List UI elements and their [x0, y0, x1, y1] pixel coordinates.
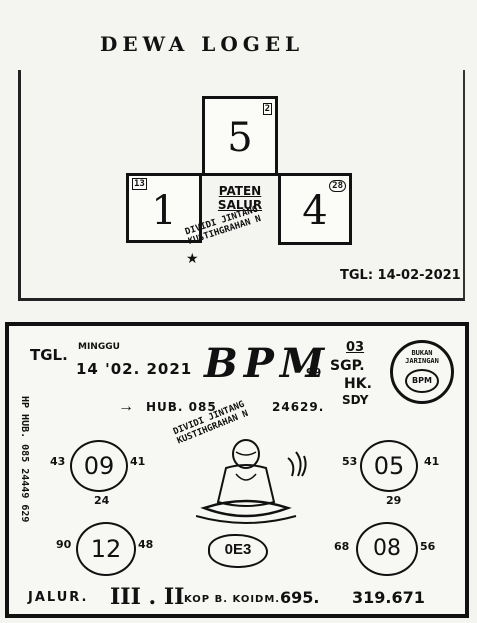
circle-09-right: 41	[130, 455, 146, 468]
side-phone-text: HP HUB. 085 24449 629	[19, 396, 30, 523]
hub-label: HUB. 085	[146, 400, 217, 414]
market-sdy: SDY	[342, 393, 369, 407]
market-number: 03	[346, 340, 365, 355]
circle-05-below: 29	[386, 494, 402, 507]
date-value: 14 '02. 2021	[76, 360, 193, 378]
circle-08: 08	[356, 522, 418, 576]
hub-tail: 24629.	[272, 400, 325, 414]
date-label: TGL.	[30, 346, 68, 364]
circle-12-left: 90	[56, 538, 72, 551]
center-badge: 0E3	[208, 534, 268, 568]
circle-05-right: 41	[424, 455, 440, 468]
top-date: TGL: 14-02-2021	[340, 268, 461, 283]
market-sgp: SGP.	[330, 358, 365, 374]
box-right: 4 28	[278, 173, 352, 245]
box-left-corner: 13	[132, 178, 147, 190]
market-hk: HK.	[344, 376, 372, 392]
circle-09-left: 43	[50, 455, 66, 468]
brand-suffix: 99	[306, 366, 322, 379]
circle-05-left: 53	[342, 455, 358, 468]
center-label-2: SALUR	[217, 198, 263, 212]
circle-05: 05	[360, 440, 418, 492]
box-center: PATEN SALUR	[202, 176, 278, 232]
circle-12: 12	[76, 522, 136, 576]
circle-09-below: 24	[94, 494, 110, 507]
circle-12-right: 48	[138, 538, 154, 551]
top-panel-frame	[18, 70, 465, 301]
box-right-number: 4	[302, 188, 328, 234]
center-label-1: PATEN	[218, 184, 262, 198]
day-name: MINGGU	[78, 342, 120, 352]
arrow-icon: →	[118, 398, 134, 415]
box-top-number: 5	[227, 115, 253, 161]
top-title: DEWA LOGEL	[100, 32, 305, 56]
circle-09: 09	[70, 440, 128, 492]
brand-logo: BPM	[204, 340, 331, 387]
round-stamp-text: BUKAN JARINGAN	[405, 349, 439, 365]
monk-illustration	[196, 439, 307, 524]
round-stamp-center: BPM	[405, 369, 439, 393]
box-top-corner: 2	[262, 103, 272, 115]
jalur-label: JALUR.	[28, 590, 89, 605]
jalur-value: III . II	[110, 584, 185, 610]
box-left-number: 1	[151, 188, 177, 234]
star-icon: ★	[186, 250, 199, 266]
circle-08-left: 68	[334, 540, 350, 553]
circle-08-right: 56	[420, 540, 436, 553]
box-right-corner: 28	[329, 180, 346, 192]
kop-value-1: 695.	[280, 588, 320, 607]
kop-label: KOP B. KOIDM.	[184, 594, 281, 605]
kop-value-2: 319.671	[352, 588, 425, 607]
box-left: 1 13	[126, 173, 202, 243]
round-stamp: BUKAN JARINGAN BPM	[390, 340, 454, 404]
box-top: 5 2	[202, 96, 278, 176]
